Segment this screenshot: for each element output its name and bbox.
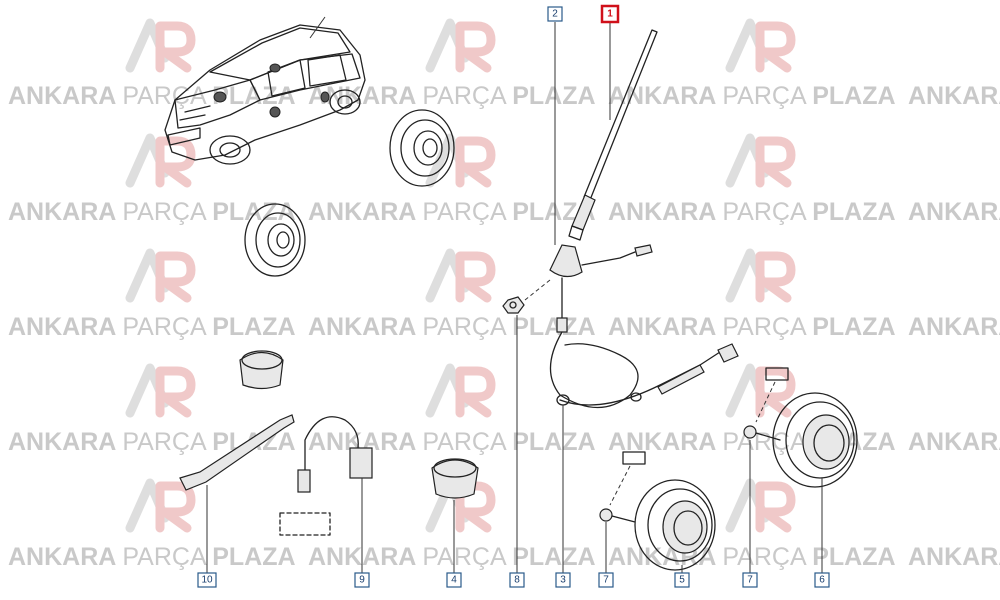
watermark-logo-icon: [725, 18, 796, 73]
watermark-text: ANKARA PARÇA PLAZA: [8, 313, 296, 341]
callout-6-label: 6: [819, 575, 825, 586]
watermark-text: ANKARA PARÇA PLAZA: [608, 313, 896, 341]
watermark-text: ANKARA PARÇA PLAZA: [608, 198, 896, 226]
callout-4[interactable]: 4: [446, 572, 462, 588]
ground-strap-10: [179, 414, 295, 491]
watermark-logos: [125, 18, 796, 533]
antenna-nut: [502, 279, 551, 314]
tweeter-upper: [239, 350, 284, 390]
callout-7a-label: 7: [603, 575, 609, 586]
watermark-logo-icon: [125, 478, 196, 533]
watermark-logo-icon: [425, 133, 496, 188]
watermark-text: ANKARA PARÇA PLAZA: [308, 198, 596, 226]
watermark-logo-icon: [725, 248, 796, 303]
watermark-text: ANKARA PARÇA PLAZA: [908, 313, 1000, 341]
harness-9: [279, 416, 373, 536]
callout-3[interactable]: 3: [555, 572, 571, 588]
callout-4-label: 4: [451, 575, 457, 586]
watermark-text: ANKARA PARÇA PLAZA: [8, 198, 296, 226]
watermark-text-rows: ANKARA PARÇA PLAZA ANKARA PARÇA PLAZA ANKA…: [8, 82, 1000, 571]
callout-10[interactable]: 10: [197, 572, 217, 588]
watermark-logo-icon: [725, 363, 796, 418]
callout-2[interactable]: 2: [547, 6, 563, 22]
watermark-text: ANKARA PARÇA PLAZA: [8, 543, 296, 571]
speaker-6: [772, 392, 858, 488]
callout-5-label: 5: [679, 575, 685, 586]
antenna-base: [549, 244, 653, 333]
callout-7b-label: 7: [747, 575, 753, 586]
watermark-text: ANKARA PARÇA PLAZA: [308, 428, 596, 456]
callout-7a[interactable]: 7: [598, 572, 614, 588]
car-illustration: [164, 16, 366, 165]
speaker-screws: [599, 367, 789, 523]
watermark-logo-icon: [725, 478, 796, 533]
watermark-text: ANKARA PARÇA PLAZA: [608, 543, 896, 571]
watermark-text: ANKARA PARÇA PLAZA: [608, 428, 896, 456]
callout-9-label: 9: [359, 575, 365, 586]
watermark-logo-icon: [425, 363, 496, 418]
leader-lines: [206, 22, 823, 573]
watermark-text: ANKARA PARÇA PLAZA: [908, 198, 1000, 226]
watermark-logo-icon: [125, 133, 196, 188]
speaker-5: [634, 479, 716, 571]
callout-3-label: 3: [560, 575, 566, 586]
callout-5[interactable]: 5: [674, 572, 690, 588]
watermark-logo-icon: [125, 18, 196, 73]
callout-2-label: 2: [552, 9, 558, 20]
watermark-text: ANKARA PARÇA PLAZA: [608, 82, 896, 110]
watermark-text: ANKARA PARÇA PLAZA: [308, 313, 596, 341]
callout-1-label: 1: [607, 9, 613, 20]
watermark-logo-icon: [125, 363, 196, 418]
watermark-text: ANKARA PARÇA PLAZA: [908, 428, 1000, 456]
callout-1[interactable]: 1: [600, 4, 620, 24]
antenna-cable: [549, 331, 739, 408]
watermark-logo-icon: [425, 18, 496, 73]
tweeter-4: [431, 458, 479, 499]
watermark-logo-icon: [725, 133, 796, 188]
speaker-ring-upper: [389, 109, 455, 187]
callout-9[interactable]: 9: [354, 572, 370, 588]
callout-10-label: 10: [201, 575, 213, 586]
watermark-logo-icon: [125, 248, 196, 303]
watermark-text: ANKARA PARÇA PLAZA: [8, 428, 296, 456]
callout-7b[interactable]: 7: [742, 572, 758, 588]
antenna-mast: [568, 29, 658, 241]
callout-8-label: 8: [514, 575, 520, 586]
watermark-text: ANKARA PARÇA PLAZA: [908, 543, 1000, 571]
callout-8[interactable]: 8: [509, 572, 525, 588]
watermark-text: ANKARA PARÇA PLAZA: [908, 82, 1000, 110]
callout-6[interactable]: 6: [814, 572, 830, 588]
speaker-ring-lower: [244, 203, 306, 277]
watermark-text: ANKARA PARÇA PLAZA: [308, 543, 596, 571]
watermark-logo-icon: [425, 248, 496, 303]
